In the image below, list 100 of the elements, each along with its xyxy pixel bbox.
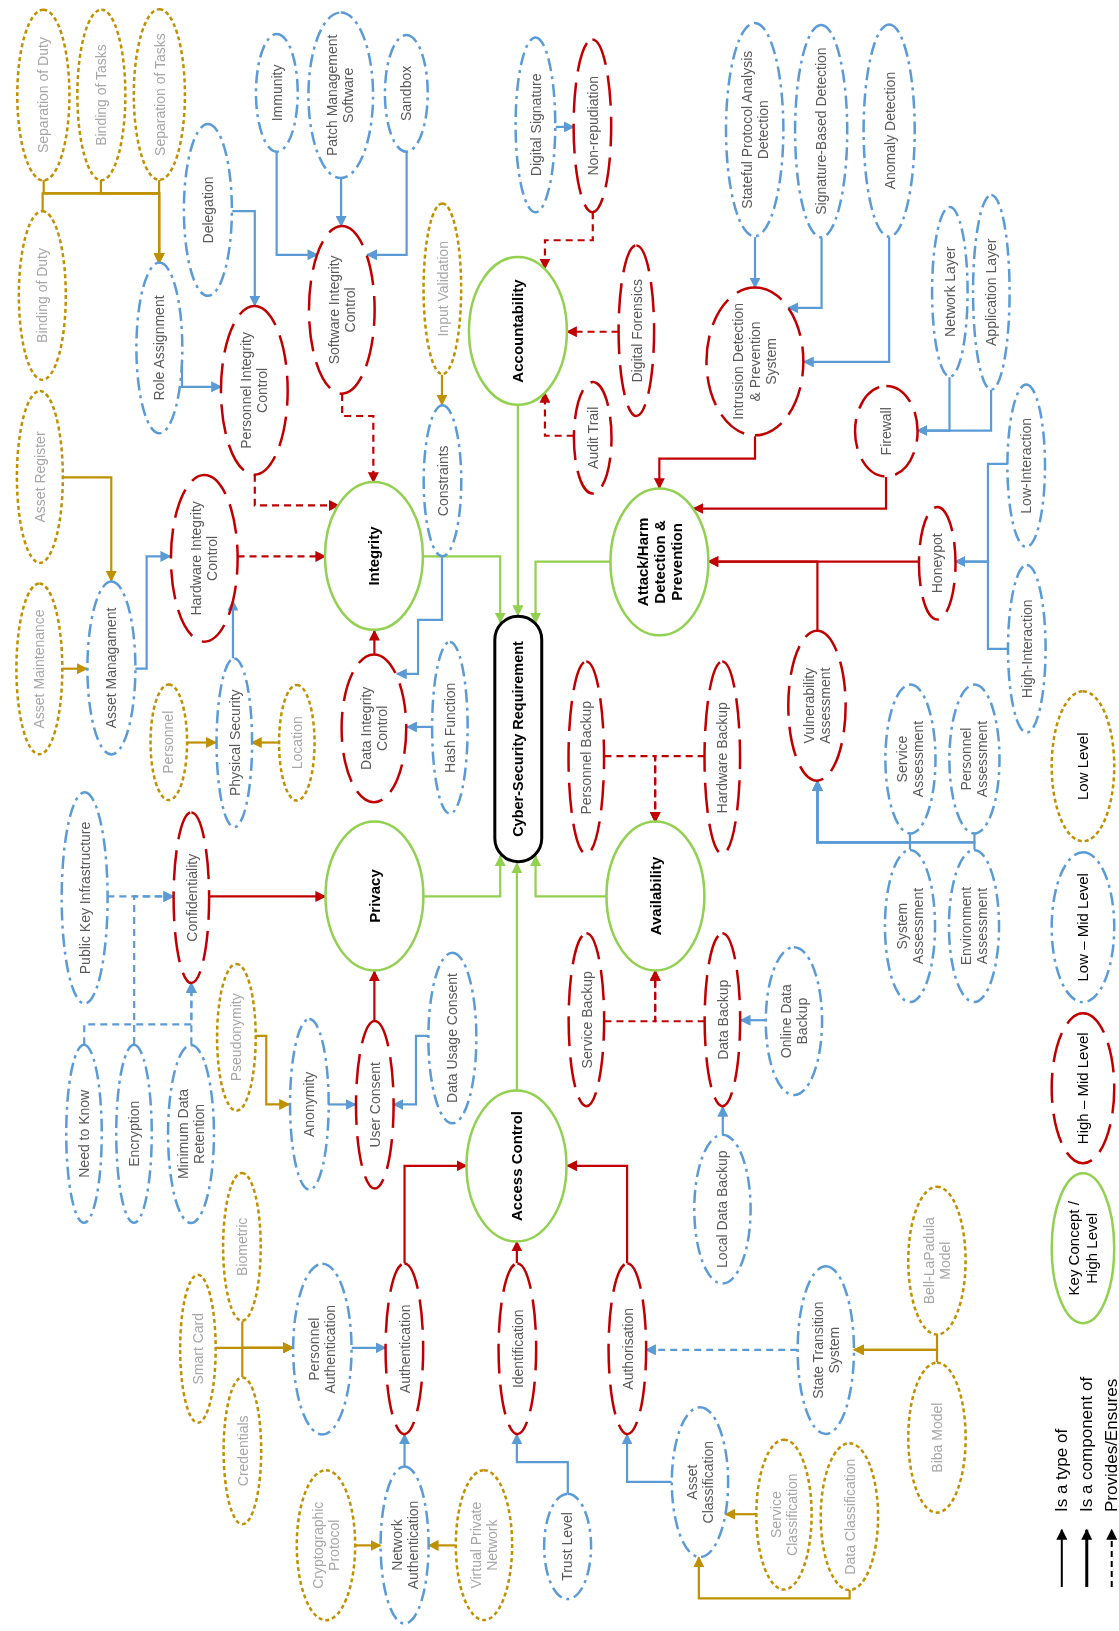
arrow (253, 474, 340, 511)
arrow (566, 1160, 629, 1264)
node-label: Data Classification (841, 1458, 858, 1575)
low-level-ellipse (131, 7, 187, 182)
node-label: Intrusion Detection & Prevention System (730, 302, 780, 422)
node-label: Availability (646, 857, 664, 936)
low-level-ellipse (14, 389, 65, 566)
node-label: Personnel (160, 711, 177, 775)
high-mid-level-ellipse (171, 810, 212, 985)
node-label: Hash Function (442, 682, 459, 774)
arrow (399, 1433, 411, 1467)
node-label: Data Integrity Control (358, 685, 391, 772)
node-label: Personnel Backup (578, 701, 595, 815)
arrow (707, 556, 819, 632)
low-mid-level-ellipse (291, 1261, 354, 1437)
arrow (368, 970, 380, 1021)
arrow (749, 237, 761, 289)
node-label: Stateful Protocol Analysis Detection (738, 50, 772, 211)
arrow (351, 1342, 387, 1354)
high-mid-level-ellipse (219, 303, 291, 477)
arrow (693, 1556, 851, 1600)
low-mid-level-ellipse (542, 1491, 594, 1601)
low-level-ellipse (221, 1375, 264, 1527)
arrow (187, 737, 217, 749)
node-label: Smart Card (189, 1313, 206, 1385)
node-label: Authorisation (619, 1308, 636, 1390)
arrow (275, 151, 319, 261)
arrow (802, 237, 891, 368)
node-label: Sandbox (398, 65, 415, 122)
node-label: Asset Classification (683, 1439, 716, 1526)
low-mid-level-ellipse (861, 22, 917, 240)
low-mid-level-ellipse (1005, 563, 1048, 735)
low-mid-level-ellipse (795, 1264, 856, 1436)
arrow (539, 212, 594, 270)
low-level-ellipse (754, 1437, 814, 1592)
node-label: Biometric (234, 1217, 251, 1277)
arrow (653, 436, 757, 490)
low-mid-level-ellipse (1005, 382, 1048, 550)
low-mid-level-ellipse (287, 1017, 331, 1192)
arrow (237, 550, 327, 562)
node-label: Pseudonymity (228, 992, 245, 1081)
node-label: Separation of Tasks (151, 33, 168, 156)
node-label: Asset Managament (103, 607, 120, 728)
low-level-ellipse (818, 1440, 881, 1592)
low-mid-level-ellipse (306, 10, 376, 181)
low-mid-level-ellipse (214, 656, 254, 829)
arrow (185, 981, 197, 1045)
high-mid-level-ellipse (168, 473, 240, 644)
node-label: Network Layer (941, 247, 958, 338)
arrow (692, 476, 888, 515)
key-concept-ellipse (323, 820, 426, 973)
arrow (403, 1160, 468, 1264)
low-level-ellipse (906, 1184, 968, 1337)
arrow (368, 629, 380, 654)
node-label: Trust Level (559, 1512, 576, 1581)
high-mid-level-ellipse (383, 1261, 426, 1437)
low-level-ellipse (221, 1171, 264, 1323)
low-level-ellipse (214, 961, 258, 1113)
high-mid-level-ellipse (606, 1261, 648, 1437)
node-label: Authentication (396, 1304, 413, 1394)
high-mid-level-ellipse (496, 1261, 538, 1437)
node-label: Personnel Authentication (306, 1303, 339, 1396)
legend-label: High – Mid Level (1073, 1031, 1092, 1144)
arrow (739, 1014, 766, 1026)
arrow (649, 969, 705, 1023)
arrow (341, 393, 379, 484)
key-concept-ellipse (466, 254, 569, 407)
node-label: Firewall (878, 407, 895, 456)
node-label: Data Backup (714, 980, 731, 1061)
arrow (423, 555, 506, 624)
arrow (255, 1034, 291, 1110)
high-mid-level-ellipse (704, 286, 806, 438)
low-mid-level-ellipse (947, 682, 1002, 836)
node-label: Need to Know (76, 1089, 93, 1178)
node-label: Cryptographic Protocol (309, 1500, 342, 1591)
node-label: Hardware Integrity Control (187, 500, 220, 618)
node-label: Network Authentication (388, 1500, 421, 1592)
node-label: Low-Interaction (1018, 418, 1035, 514)
low-mid-level-ellipse (929, 205, 970, 380)
node-label: Anomaly Detection (881, 72, 898, 190)
low-mid-level-ellipse (253, 31, 300, 154)
key-concept-ellipse (464, 1088, 569, 1244)
high-mid-level-ellipse (571, 37, 614, 215)
low-level-ellipse (74, 7, 127, 182)
arrow (250, 737, 279, 749)
node-label: Attack/Harm Detection & Prevention (633, 516, 686, 608)
low-level-ellipse (14, 581, 65, 757)
low-mid-level-ellipse (421, 403, 463, 558)
node-label: Service Classification (768, 1471, 801, 1558)
low-level-ellipse (453, 1468, 514, 1623)
low-level-ellipse (148, 682, 189, 803)
node-label: Biba Model (928, 1402, 946, 1473)
arrow (232, 210, 261, 307)
key-concept-ellipse (323, 480, 426, 633)
node-label: Separation of Duty (35, 36, 52, 153)
node-label: Environment Assessment (958, 885, 991, 967)
arrow (511, 862, 523, 1091)
node-label: Accountability (509, 279, 527, 383)
arrow (241, 1321, 295, 1354)
arrow (392, 1034, 429, 1110)
